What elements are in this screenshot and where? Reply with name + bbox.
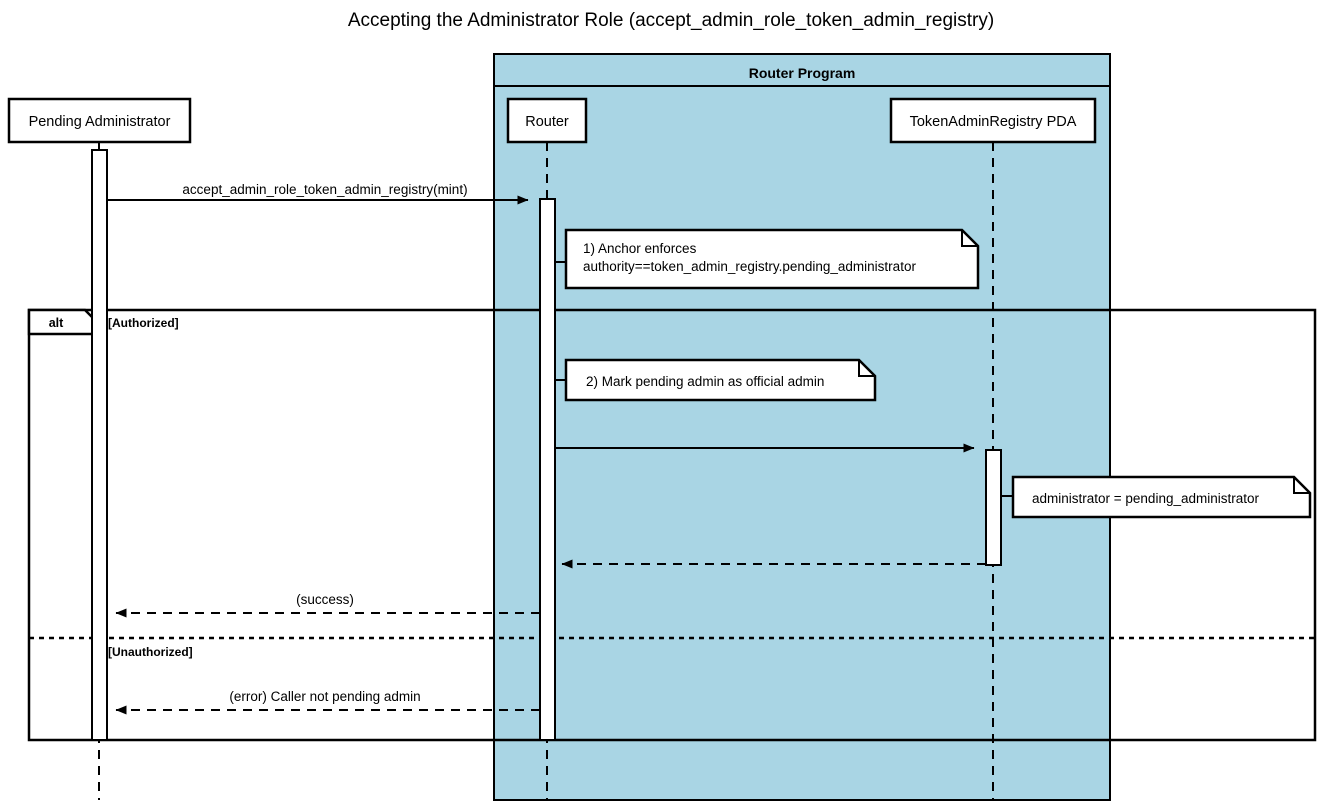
- participant-box-pending-administrator[interactable]: [7, 97, 192, 144]
- participant-label-pending-administrator: Pending Administrator: [29, 114, 171, 130]
- alt-fragment-guard-authorized: [Authorized]: [108, 316, 179, 330]
- group-box-label: Router Program: [749, 65, 856, 81]
- participant-label-router: Router: [525, 114, 569, 130]
- activation-bar-router: [539, 198, 556, 741]
- note-line-administrator-assignment-1: administrator = pending_administrator: [1032, 491, 1259, 506]
- participant-label-token-admin-registry-pda: TokenAdminRegistry PDA: [910, 114, 1077, 130]
- note-fold-administrator-assignment: [1293, 477, 1310, 494]
- alt-fragment-operator-label: alt: [49, 316, 64, 330]
- activation-bar-pending-administrator: [91, 149, 108, 741]
- participant-box-router[interactable]: [506, 97, 588, 144]
- message-label-accept-admin-role: accept_admin_role_token_admin_registry(m…: [182, 182, 467, 197]
- note-line-anchor-enforces-1: 1) Anchor enforces: [583, 241, 697, 256]
- message-label-success: (success): [296, 592, 354, 607]
- alt-fragment-guard-unauthorized: [Unauthorized]: [108, 645, 193, 659]
- note-line-mark-pending-admin-1: 2) Mark pending admin as official admin: [586, 374, 824, 389]
- alt-fragment-frame: [27, 308, 1317, 742]
- note-fold-mark-pending-admin: [858, 360, 875, 377]
- group-box-router-program: [493, 53, 1111, 801]
- note-box-mark-pending-admin: [564, 358, 877, 402]
- note-box-administrator-assignment: [1011, 475, 1312, 519]
- note-line-anchor-enforces-2: authority==token_admin_registry.pending_…: [583, 259, 916, 274]
- note-box-anchor-enforces: [564, 228, 980, 290]
- message-label-error: (error) Caller not pending admin: [229, 689, 420, 704]
- diagram-title: Accepting the Administrator Role (accept…: [348, 10, 994, 31]
- participant-box-token-admin-registry-pda[interactable]: [889, 97, 1097, 144]
- note-fold-anchor-enforces: [961, 230, 978, 247]
- activation-bar-token-admin-registry-pda: [985, 449, 1002, 566]
